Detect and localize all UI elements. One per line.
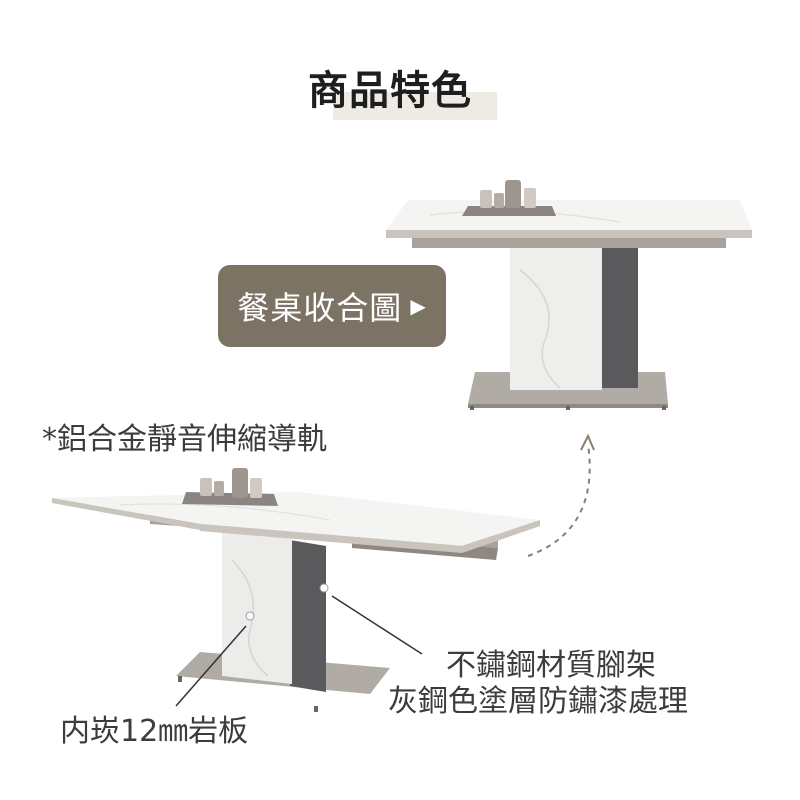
page-title: 商品特色 — [308, 68, 472, 114]
leg-annotation-line2: 灰鋼色塗層防鏽漆處理 — [388, 684, 688, 719]
collapsed-table-image — [386, 180, 752, 410]
collapsed-view-badge: 餐桌收合圖 ▶ — [218, 265, 446, 347]
leg-leader-line — [331, 595, 423, 655]
leg-callout-dot — [319, 583, 329, 593]
rail-annotation: *鋁合金靜音伸縮導軌 — [42, 422, 327, 457]
extended-table-image — [52, 468, 540, 712]
slab-callout-dot — [245, 611, 255, 621]
transition-arrow-line — [527, 443, 591, 557]
collapsed-view-label: 餐桌收合圖 — [237, 289, 403, 327]
play-triangle-icon: ▶ — [410, 294, 427, 318]
slab-annotation: 内崁12㎜岩板 — [60, 714, 249, 749]
slab-leader-line — [175, 625, 247, 707]
leg-annotation-line1: 不鏽鋼材質腳架 — [446, 648, 656, 683]
transition-arrow-head-icon — [580, 433, 595, 451]
title-highlight — [333, 92, 497, 120]
